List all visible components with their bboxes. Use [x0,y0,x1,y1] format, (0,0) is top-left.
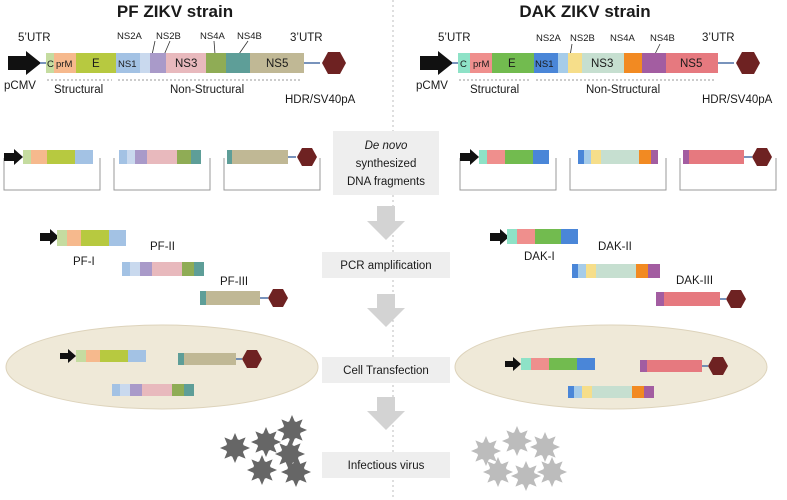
pf-fragment-2 [122,262,204,276]
down-arrow-icon [367,206,405,240]
virus-icon [247,455,277,485]
dak-genome-map: 5’UTR 3’UTR NS2A NS2B NS4A NS4B C prM E … [416,32,773,106]
virus-icon [511,461,541,491]
down-arrow-icon [367,397,405,430]
dak-terminator-hexagon-icon [736,52,760,74]
pf-fragment-3 [200,289,288,307]
virus-icon [277,415,307,445]
pf-fragment-3-label: PF-III [220,276,248,288]
pf-terminator-label: HDR/SV40pA [285,94,356,106]
pf-structural-label: Structural [54,84,103,96]
dak-plasmid-3 [679,148,777,191]
pf-ns4b-label: NS4B [237,31,262,42]
pf-ns3-label: NS3 [175,58,197,70]
pf-ns5-label: NS5 [266,58,288,70]
pf-virus-group [220,415,311,487]
dak-cell [454,324,768,410]
dak-e-label: E [508,58,516,70]
pf-plasmid-2 [113,150,211,191]
dak-utr3-label: 3’UTR [702,32,735,44]
step-pcr-box [322,252,450,278]
step-transfection-box [322,357,450,383]
dak-utr5-label: 5’UTR [438,32,471,44]
dak-promoter-arrow-icon [420,51,453,75]
pf-terminator-hexagon-icon [322,52,346,74]
pf-ns4a-label: NS4A [200,31,225,42]
pf-ns1-label: NS1 [118,59,136,70]
virus-icon [220,433,250,463]
step-denovo-italic: De novo [365,140,408,152]
dak-c-label: C [460,59,467,70]
virus-icon [483,457,513,487]
dak-terminator-label: HDR/SV40pA [702,94,773,106]
virus-icon [530,432,560,462]
dak-nonstructural-label: Non-Structural [586,84,660,96]
dak-fragment-2-label: DAK-II [598,241,632,253]
pf-e-label: E [92,58,100,70]
virus-icon [537,457,567,487]
step-denovo-line3: DNA fragments [347,176,425,188]
dak-fragment-3 [656,290,746,308]
dak-title: DAK ZIKV strain [519,2,650,21]
step-transfection-label: Cell Transfection [343,365,429,377]
pf-ns2b-label: NS2B [156,31,181,42]
dak-fragment-2 [572,264,660,278]
virus-icon [251,427,281,457]
dak-ns4b-label: NS4B [650,33,675,44]
step-virus-label: Infectious virus [348,460,425,472]
pf-plasmid-1 [3,149,101,191]
pf-fragment-1 [40,229,126,246]
pf-fragment-2-label: PF-II [150,241,175,253]
dak-fragment-1-label: DAK-I [524,251,555,263]
dak-fragment-1 [490,229,578,245]
pf-plasmid-3 [223,148,321,191]
dak-plasmid-2 [569,150,667,191]
pf-utr3-label: 3’UTR [290,32,323,44]
dak-ns5-label: NS5 [680,58,702,70]
pf-genome-map: 5’UTR 3’UTR NS2A NS2B NS4A NS4B C prM E … [4,31,356,106]
down-arrow-icon [367,294,405,327]
pf-cell-fragment-1 [60,349,146,363]
dak-cell-fragment-3 [640,357,728,375]
pf-title: PF ZIKV strain [117,2,233,21]
pf-cell-fragment-3 [178,350,262,368]
dak-prm-label: prM [473,59,489,70]
pf-promoter-arrow-icon [8,51,41,75]
step-denovo-box [333,131,439,195]
pf-prm-label: prM [56,59,72,70]
dak-ns3-label: NS3 [591,58,613,70]
dak-structural-label: Structural [470,84,519,96]
step-pcr-label: PCR amplification [340,260,431,272]
pf-c-label: C [47,59,54,70]
virus-icon [281,457,311,487]
step-virus-box [322,452,450,478]
dak-plasmid-1 [459,149,557,191]
dak-ns2a-label: NS2A [536,33,561,44]
dak-cell-fragment-2 [568,386,654,398]
dak-cell-fragment-1 [505,357,595,371]
pf-cell [5,324,319,410]
dak-promoter-label: pCMV [416,80,448,92]
pf-promoter-label: pCMV [4,80,36,92]
pf-fragment-1-label: PF-I [73,256,95,268]
virus-icon [502,426,532,456]
step-denovo-line2: synthesized [356,158,417,170]
dak-ns4a-label: NS4A [610,33,635,44]
pf-utr5-label: 5’UTR [18,32,51,44]
pf-nonstructural-label: Non-Structural [170,84,244,96]
dak-ns2b-label: NS2B [570,33,595,44]
dak-fragment-3-label: DAK-III [676,275,713,287]
pf-ns2a-label: NS2A [117,31,142,42]
dak-virus-group [471,426,567,491]
dak-ns1-label: NS1 [535,59,553,70]
pf-cell-fragment-2 [112,384,194,396]
